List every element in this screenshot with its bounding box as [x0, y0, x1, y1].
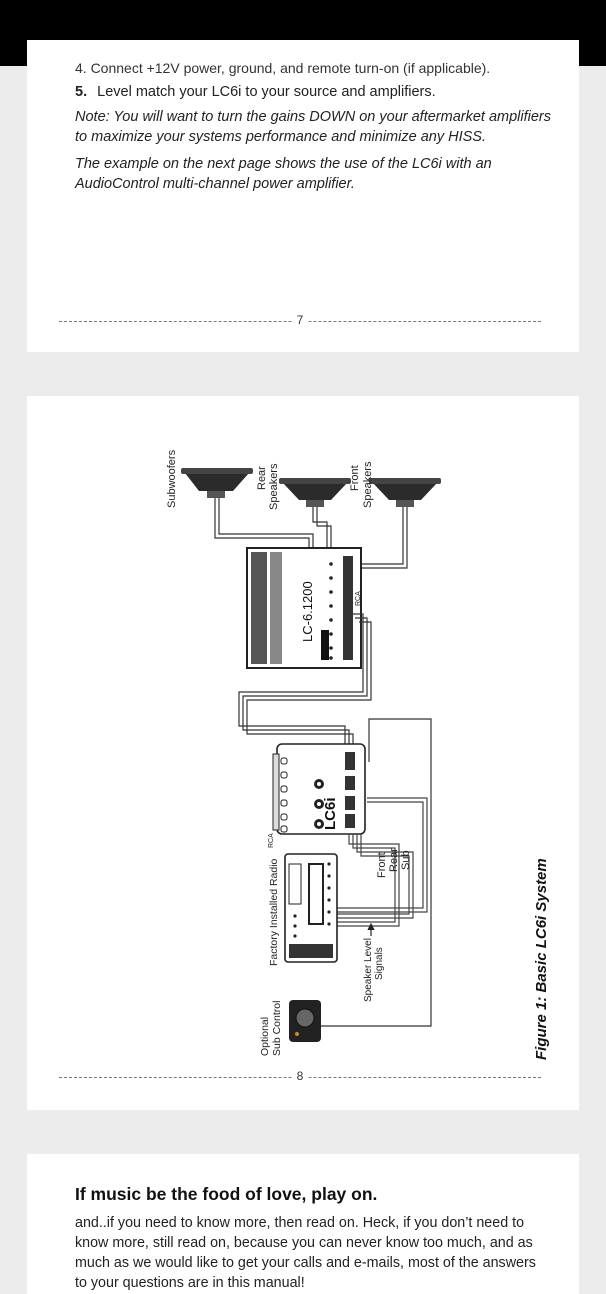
speaker-level-label-2: Signals — [374, 947, 385, 980]
manual-page-7: 4. Connect +12V power, ground, and remot… — [27, 40, 579, 352]
amplifier-model-label: LC-6.1200 — [300, 581, 315, 642]
lc6i-logo: LC6i — [322, 797, 339, 830]
page-number: 7 — [291, 313, 309, 327]
step-4-text: 4. Connect +12V power, ground, and remot… — [75, 60, 491, 76]
step-5-number: 5. — [75, 84, 88, 100]
speaker-level-label-1: Speaker Level — [363, 938, 374, 1002]
lc6i-rca-label: RCA — [268, 833, 275, 848]
subwoofers-label: Subwoofers — [166, 449, 178, 508]
remote-wire — [319, 718, 432, 1027]
gain-note: Note: You will want to turn the gains DO… — [75, 109, 552, 145]
rear-speakers-label-1: Rear — [256, 466, 268, 490]
factory-radio-label: Factory Installed Radio — [268, 858, 280, 966]
lc6i-unit — [272, 743, 366, 835]
section-heading: If music be the food of love, play on. — [75, 1184, 378, 1204]
speaker-level-wires — [337, 797, 428, 927]
lc-6-1200-amplifier — [246, 547, 362, 669]
rca-cables — [238, 613, 372, 748]
sub-control-knob — [289, 1000, 321, 1042]
rear-speaker — [279, 478, 351, 507]
front-signal-label: Front — [376, 852, 388, 878]
lc6i-wiring-diagram: Subwoofers Rear Speakers Front Speakers … — [166, 449, 441, 1056]
sub-signal-label: Sub — [400, 850, 412, 870]
front-speakers-label-1: Front — [349, 465, 361, 491]
page-number: 8 — [291, 1069, 309, 1083]
manual-page-9: If music be the food of love, play on. a… — [27, 1154, 579, 1294]
rear-signal-label: Rear — [388, 848, 400, 872]
section-body: and..if you need to know more, then read… — [75, 1215, 536, 1291]
subwoofer-speaker — [181, 468, 253, 498]
rear-speakers-label-2: Speakers — [268, 463, 280, 510]
front-speakers-label-2: Speakers — [362, 461, 374, 508]
page-footer-7: 7 — [59, 313, 541, 327]
figure-caption: Figure 1: Basic LC6i System — [533, 858, 550, 1060]
step-5-text: Level match your LC6i to your source and… — [97, 84, 436, 100]
page-footer-8: 8 — [59, 1069, 541, 1083]
factory-radio — [284, 853, 338, 963]
speaker-wires — [214, 498, 408, 569]
step-5: 5. Level match your LC6i to your source … — [75, 84, 436, 100]
amplifier-rca-label: RCA — [355, 591, 362, 606]
example-note: The example on the next page shows the u… — [75, 156, 492, 192]
optional-label-2: Sub Control — [271, 1001, 283, 1056]
manual-page-8: Subwoofers Rear Speakers Front Speakers … — [27, 396, 579, 1110]
front-speaker — [369, 478, 441, 507]
optional-label-1: Optional — [259, 1017, 271, 1056]
